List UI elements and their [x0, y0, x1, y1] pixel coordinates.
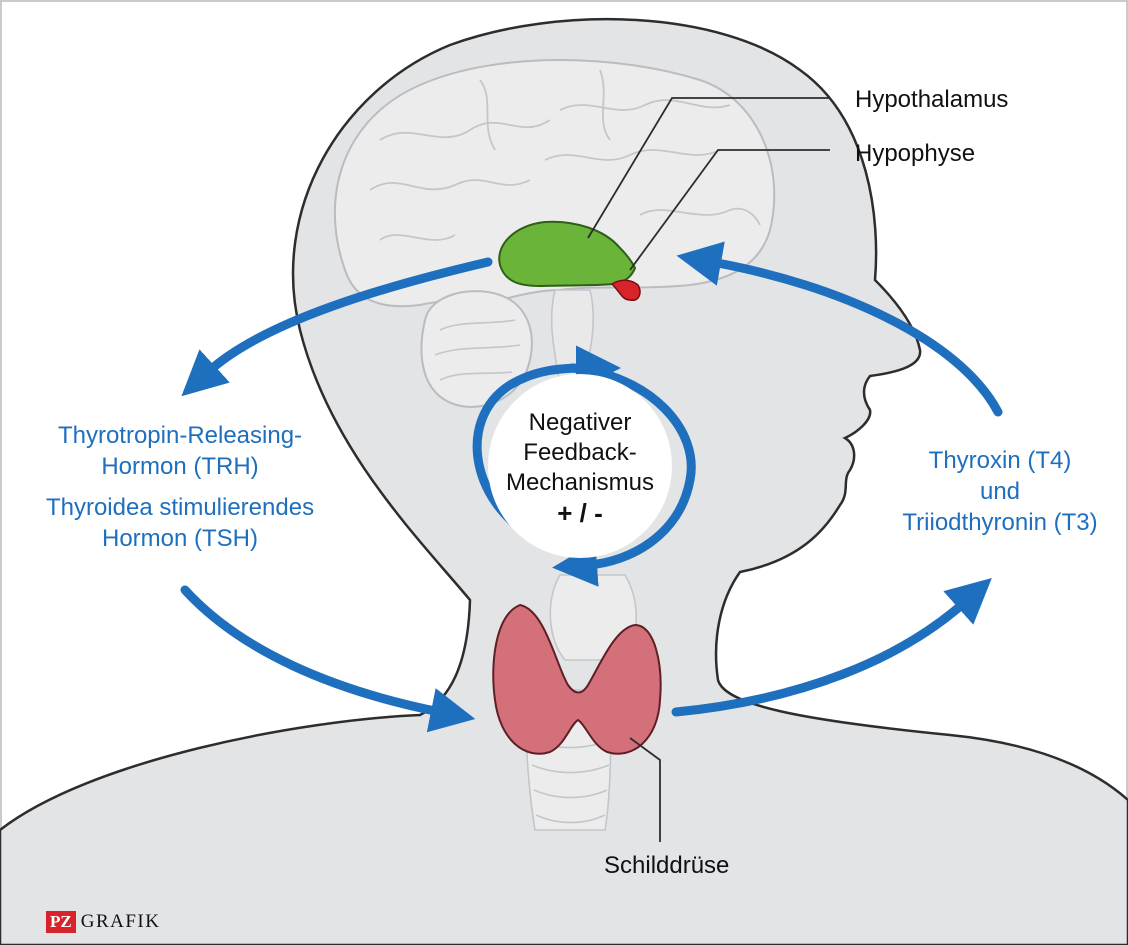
right-hormone-text: Thyroxin (T4) und Triiodthyronin (T3) — [880, 445, 1120, 538]
feedback-text: Negativer Feedback- Mechanismus + / - — [490, 408, 670, 528]
tsh-line-1: Thyroidea stimulierendes — [45, 494, 315, 521]
cerebellum — [420, 290, 533, 408]
arrow-thyroid-to-right — [671, 578, 992, 717]
feedback-line-3: Mechanismus — [505, 469, 655, 496]
pz-badge: PZ — [46, 911, 76, 933]
feedback-line-1: Negativer — [528, 409, 632, 436]
trh-line-2: Hormon (TRH) — [101, 453, 259, 480]
arrow-left-to-thyroid — [180, 585, 476, 733]
label-hypothalamus: Hypothalamus — [855, 86, 1009, 113]
label-hypophyse: Hypophyse — [855, 140, 976, 167]
arrow-right-to-hypothalamus — [676, 241, 1003, 417]
arrow-center-loop-down — [552, 363, 696, 587]
label-schilddruese: Schilddrüse — [604, 852, 730, 879]
feedback-circle-fill — [488, 374, 672, 558]
grafik-text: GRAFIK — [80, 911, 161, 932]
feedback-arrows — [180, 241, 1003, 733]
cerebellum-folds — [434, 319, 521, 381]
thyroid-shape — [492, 603, 662, 755]
leader-lines — [587, 97, 830, 842]
tsh-line-2: Hormon (TSH) — [101, 525, 258, 552]
trh-line-1: Thyrotropin-Releasing- — [57, 422, 303, 449]
hypophyse-shape — [610, 279, 641, 301]
hypothalamus-shape — [498, 220, 637, 288]
brain-gyri — [369, 69, 761, 241]
arrow-hypothalamus-to-left — [181, 257, 493, 397]
und-line: und — [979, 478, 1021, 505]
t4-line: Thyroxin (T4) — [928, 447, 1072, 474]
feedback-sign: + / - — [557, 498, 603, 528]
pz-grafik-logo: PZ GRAFIK — [46, 911, 160, 933]
t3-line: Triiodthyronin (T3) — [902, 509, 1098, 536]
feedback-line-2: Feedback- — [523, 439, 637, 466]
left-hormone-text: Thyrotropin-Releasing- Hormon (TRH) Thyr… — [20, 420, 340, 554]
